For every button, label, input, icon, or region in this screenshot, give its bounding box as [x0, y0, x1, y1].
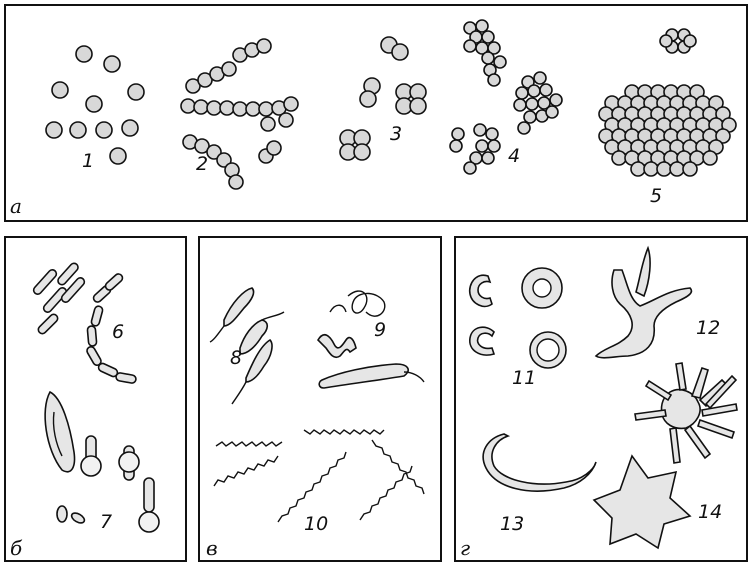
- sarcina-cell: [703, 151, 717, 165]
- label-2: 2: [196, 153, 208, 175]
- label-7: 7: [100, 511, 112, 533]
- curved-rod-group-13: [483, 434, 596, 491]
- label-12: 12: [696, 317, 720, 339]
- sarcina-cell: [670, 162, 684, 176]
- star-form-group-14: [594, 456, 690, 548]
- label-8: 8: [230, 347, 242, 369]
- label-11: 11: [512, 367, 536, 389]
- label-9: 9: [374, 319, 386, 341]
- star-branched-group: [635, 363, 737, 463]
- sarcina-cell: [644, 162, 658, 176]
- sarcina-cell: [631, 162, 645, 176]
- label-13: 13: [500, 513, 524, 535]
- spirochete-group-10: [214, 430, 424, 522]
- sarcina-cell: [657, 162, 671, 176]
- label-1: 1: [82, 150, 94, 172]
- ring-forms-group-11: [470, 268, 566, 368]
- sarcina-group-5: [660, 29, 696, 53]
- label-3: 3: [390, 123, 402, 145]
- panel-letter-b: б: [10, 536, 23, 560]
- sarcina-cell: [683, 162, 697, 176]
- cocci-group-1: [46, 46, 144, 164]
- label-5: 5: [650, 185, 662, 207]
- vibrio-group-8: [210, 288, 284, 404]
- panel-letter-g: г: [460, 536, 470, 560]
- label-14: 14: [698, 501, 722, 523]
- sarcina-cell: [612, 151, 626, 165]
- label-10: 10: [304, 513, 328, 535]
- staphylococci-group-4: [450, 20, 562, 174]
- sarcina-pack-5: [599, 85, 736, 176]
- branched-form-group-12: [596, 248, 691, 358]
- diplo-tetra-group-3: [340, 37, 426, 160]
- panel-letter-v: в: [206, 536, 218, 560]
- spirillum-group-9: [318, 291, 424, 388]
- label-4: 4: [508, 145, 520, 167]
- label-6: 6: [112, 321, 124, 343]
- panel-letter-a: а: [10, 194, 22, 218]
